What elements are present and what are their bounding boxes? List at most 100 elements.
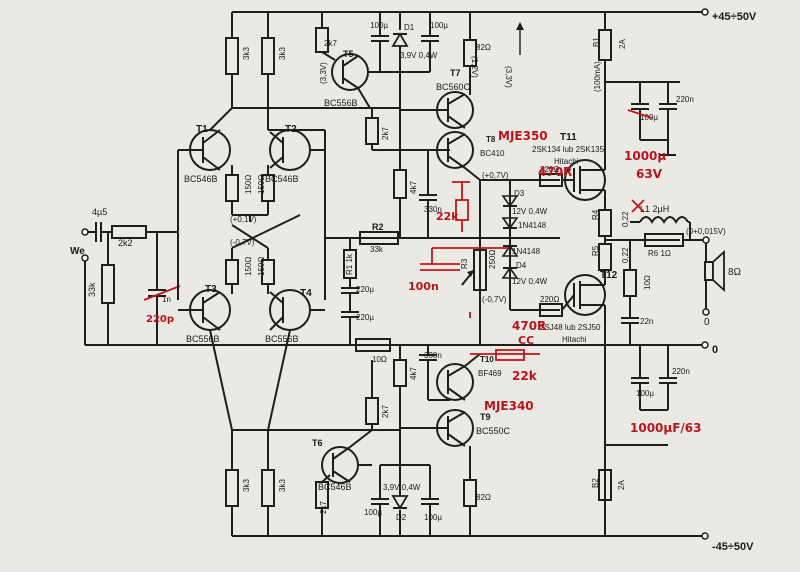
r4-value: 0,22 [621,211,630,227]
r10-label: 10Ω [372,355,387,364]
n4148-a: 1N4148 [518,221,547,230]
mid-network [341,108,450,430]
r150-b: 150Ω [257,175,266,194]
r220-a: 220Ω [540,165,559,174]
d3-name: D3 [514,189,525,198]
t9-name: T9 [480,412,491,422]
r1-label: R1 1k [345,253,354,275]
transistor-t4 [269,289,325,331]
v07p-label: (+0,7V) [482,171,509,180]
t5-name: T5 [343,49,354,59]
d1-value: 3,9V 0,4W [400,51,438,60]
c220u-b: 220µ [356,313,374,322]
t12-maker: Hitachi [562,335,587,344]
b2-value: 2A [617,480,626,490]
c22n-label: 22n [640,317,653,326]
source-resistors [598,209,680,271]
v100ma-label: (100mA) [593,61,602,92]
t5-type: BC556B [324,98,358,108]
coil-label: L1 2µH [640,204,669,214]
t10-type: BF469 [478,369,502,378]
c100u-f: 100µ [636,389,654,398]
transistor-t1 [178,129,231,171]
r220-b: 220Ω [540,295,559,304]
c220n-a: 220n [676,95,694,104]
r150-c: 150Ω [244,257,253,276]
r3k3-d: 3k3 [278,479,287,492]
t4-type: BC556B [265,334,299,344]
input-network [81,150,181,345]
c330n-b: 330n [424,351,442,360]
t12-type: 2SJ48 lub 2SJ50 [540,323,601,332]
t8-type: BC410 [480,149,505,158]
transistor-t2 [269,129,325,171]
note-22k-bottom: 22k [512,369,538,383]
v07n-label: (-0,7V) [230,238,255,247]
t7-name: T7 [450,68,461,78]
r4-name: R4 [591,209,600,220]
zener-d1-caps [371,12,439,108]
b1-value: 2A [618,39,627,49]
t2-type: BC546B [265,174,299,184]
r3k3-b: 3k3 [278,47,287,60]
c100u-a: 100µ [370,21,388,30]
r2k7-t5: 2k7 [324,39,337,48]
t4-name: T4 [300,288,312,299]
note-100n: 100n [408,280,439,293]
input-c-shunt-label: 1n [162,295,171,304]
red-annotations [420,109,653,361]
v33-b: (3,3V) [504,66,513,88]
b1-name: B1 [592,37,601,47]
driver-lower [400,353,481,536]
r3k3-a: 3k3 [242,47,251,60]
t8-name: T8 [486,135,496,144]
t3-name: T3 [205,284,217,295]
c330n-a: 330n [424,205,442,214]
t11-type: 2SK134 lub 2SK135 [532,145,605,154]
r2-name: R2 [372,222,384,232]
neg-rail-label: -45÷50V [712,541,754,553]
t1-type: BC546B [184,174,218,184]
r3-name: R3 [460,258,469,269]
t6-type: BC546B [318,482,352,492]
input-r-series-label: 2k2 [118,238,133,248]
r5-value: 0,22 [621,247,630,263]
t11-maker: Hitachi [554,157,579,166]
t11-name: T11 [560,132,577,143]
r4k7-a: 4k7 [409,181,418,194]
note-mje350: MJE350 [498,129,548,143]
t1-name: T1 [196,124,208,135]
note-mje340: MJE340 [484,399,534,413]
r82-a: 82Ω [476,43,491,52]
c220u-a: 220µ [356,285,374,294]
transistor-t3 [178,289,231,331]
r2k7-upper: 2k7 [381,127,390,140]
mosfet-t11 [562,60,606,210]
n4148-b: 1N4148 [512,247,541,256]
t2-name: T2 [285,124,297,135]
d2-name: D2 [396,513,407,522]
zener-d2-caps [371,430,439,536]
v33-a: (3,3V) [319,62,328,84]
c100u-c: 100µ [364,508,382,517]
fuse-b2 [598,345,677,536]
t9-type: BC550C [476,426,511,436]
v07n-b: (-0,7V) [482,295,507,304]
d4-value: 12V 0,4W [512,277,548,286]
r2k7-t6: 2k7 [319,501,328,514]
t10-name: T10 [480,355,494,364]
d4-name: D4 [516,261,527,270]
note-1000u: 1000µ [624,149,666,163]
c100u-d: 100µ [424,513,442,522]
r2k7-lower: 2k7 [381,405,390,418]
speaker-label: 8Ω [728,267,742,278]
mosfet-t12 [561,270,606,470]
note-1000uf-63: 1000µF/63 [630,421,702,435]
input-c-shunt-edit: 220p [146,314,174,325]
v12-label: (1,2V) [470,56,479,78]
note-470r-bottom: 470R [512,319,546,333]
input-label: We [70,246,85,257]
c220n-b: 220n [672,367,690,376]
t6-name: T6 [312,438,323,448]
